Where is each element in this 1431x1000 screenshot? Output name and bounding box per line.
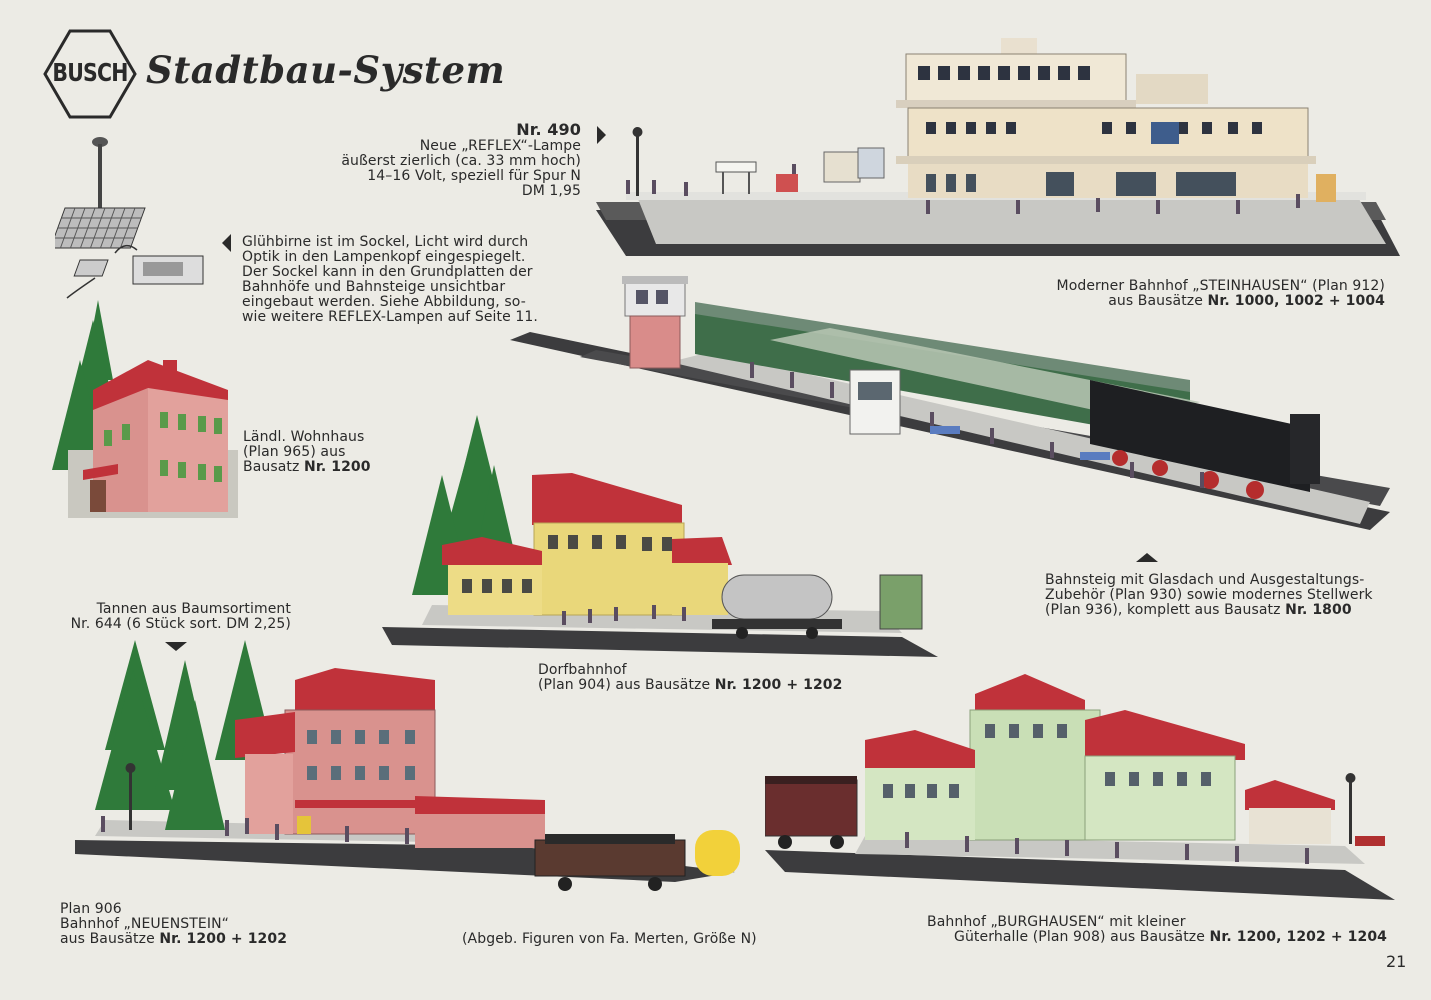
bulb-line: Bahnhöfe und Bahnsteige unsichtbar (242, 279, 506, 295)
burghausen-line2: Güterhalle (Plan 908) aus Bausätze Nr. 1… (927, 930, 1387, 945)
dorf-line2: (Plan 904) aus Bausätze Nr. 1200 + 1202 (538, 678, 858, 693)
dorf-line1: Dorfbahnhof (538, 662, 627, 678)
lamp-line: Neue „REFLEX“-Lampe (419, 138, 581, 154)
bahnsteig-line3: (Plan 936), komplett aus Bausatz Nr. 180… (1045, 603, 1405, 618)
pointer-up-icon (1136, 553, 1158, 562)
bahnsteig-line: Bahnsteig mit Glasdach und Ausgestaltung… (1045, 572, 1365, 588)
steinhausen-station-illustration (596, 24, 1400, 256)
bahnsteig-illustration (510, 262, 1390, 538)
figures-note: (Abgeb. Figuren von Fa. Merten, Größe N) (462, 931, 757, 947)
steinhausen-line2-text: aus Bausätze (1108, 293, 1208, 309)
page-title: Stadtbau-System (146, 48, 506, 92)
page-number: 21 (1386, 952, 1407, 971)
pointer-right-icon (597, 126, 606, 144)
steinhausen-line2: aus Bausätze Nr. 1000, 1002 + 1004 (965, 294, 1385, 309)
neuenstein-line3: aus Bausätze Nr. 1200 + 1202 (60, 932, 360, 947)
bulb-line: Der Sockel kann in den Grundplatten der (242, 264, 533, 280)
wohnhaus-line3-number: Nr. 1200 (304, 459, 371, 475)
neuenstein-line3-number: Nr. 1200 + 1202 (159, 931, 288, 947)
burghausen-line2-number: Nr. 1200, 1202 + 1204 (1209, 929, 1387, 945)
burghausen-caption: Bahnhof „BURGHAUSEN“ mit kleiner Güterha… (927, 915, 1387, 945)
busch-logo: BUSCH (40, 28, 140, 120)
burghausen-line2-text: Güterhalle (Plan 908) aus Bausätze (954, 929, 1210, 945)
wohnhaus-caption: Ländl. Wohnhaus (Plan 965) aus Bausatz N… (243, 430, 413, 475)
bulb-note: Glühbirne ist im Sockel, Licht wird durc… (242, 235, 562, 325)
lamp-line: äußerst zierlich (ca. 33 mm hoch) (341, 153, 581, 169)
bahnsteig-line3-number: Nr. 1800 (1285, 602, 1352, 618)
brand-name: BUSCH (52, 58, 128, 87)
bulb-line: Glühbirne ist im Sockel, Licht wird durc… (242, 234, 529, 250)
burghausen-line1: Bahnhof „BURGHAUSEN“ mit kleiner (927, 914, 1186, 930)
dorf-caption: Dorfbahnhof (Plan 904) aus Bausätze Nr. … (538, 663, 858, 693)
neuenstein-line: Bahnhof „NEUENSTEIN“ (60, 916, 230, 932)
tannen-line: Nr. 644 (6 Stück sort. DM 2,25) (70, 616, 291, 632)
neuenstein-line3-text: aus Bausätze (60, 931, 160, 947)
bulb-line: eingebaut werden. Siehe Abbildung, so- (242, 294, 526, 310)
dorfbahnhof-illustration (382, 415, 938, 657)
reflex-lamp-illustration (55, 128, 215, 300)
lamp-line: 14–16 Volt, speziell für Spur N (367, 168, 581, 184)
wohnhaus-line3: Bausatz Nr. 1200 (243, 460, 413, 475)
steinhausen-line2-number: Nr. 1000, 1002 + 1004 (1207, 293, 1385, 309)
neuenstein-caption: Plan 906 Bahnhof „NEUENSTEIN“ aus Bausät… (60, 902, 360, 947)
bulb-line: Optik in den Lampenkopf eingespiegelt. (242, 249, 526, 265)
dorf-line2-text: (Plan 904) aus Bausätze (538, 677, 715, 693)
tannen-line: Tannen aus Baumsortiment (96, 601, 291, 617)
lamp-number: Nr. 490 (516, 120, 581, 139)
wohnhaus-line: (Plan 965) aus (243, 444, 346, 460)
burghausen-illustration (765, 660, 1395, 908)
neuenstein-line: Plan 906 (60, 901, 122, 917)
wohnhaus-line3-text: Bausatz (243, 459, 305, 475)
lamp-line: DM 1,95 (521, 183, 581, 199)
bahnsteig-line: Zubehör (Plan 930) sowie modernes Stellw… (1045, 587, 1373, 603)
steinhausen-caption: Moderner Bahnhof „STEINHAUSEN“ (Plan 912… (965, 279, 1385, 309)
pointer-down-icon (165, 642, 187, 651)
dorf-line2-number: Nr. 1200 + 1202 (714, 677, 843, 693)
bahnsteig-caption: Bahnsteig mit Glasdach und Ausgestaltung… (1045, 573, 1405, 618)
wohnhaus-line: Ländl. Wohnhaus (243, 429, 365, 445)
pointer-left-icon (222, 234, 231, 252)
bahnsteig-line3-text: (Plan 936), komplett aus Bausatz (1045, 602, 1286, 618)
tannen-caption: Tannen aus Baumsortiment Nr. 644 (6 Stüc… (31, 602, 291, 632)
wohnhaus-illustration (38, 300, 238, 522)
neuenstein-illustration (75, 640, 740, 902)
steinhausen-line1: Moderner Bahnhof „STEINHAUSEN“ (Plan 912… (1056, 278, 1385, 294)
bulb-line: wie weitere REFLEX-Lampen auf Seite 11. (242, 309, 538, 325)
lamp-caption: Nr. 490 Neue „REFLEX“-Lampe äußerst zier… (341, 121, 581, 199)
